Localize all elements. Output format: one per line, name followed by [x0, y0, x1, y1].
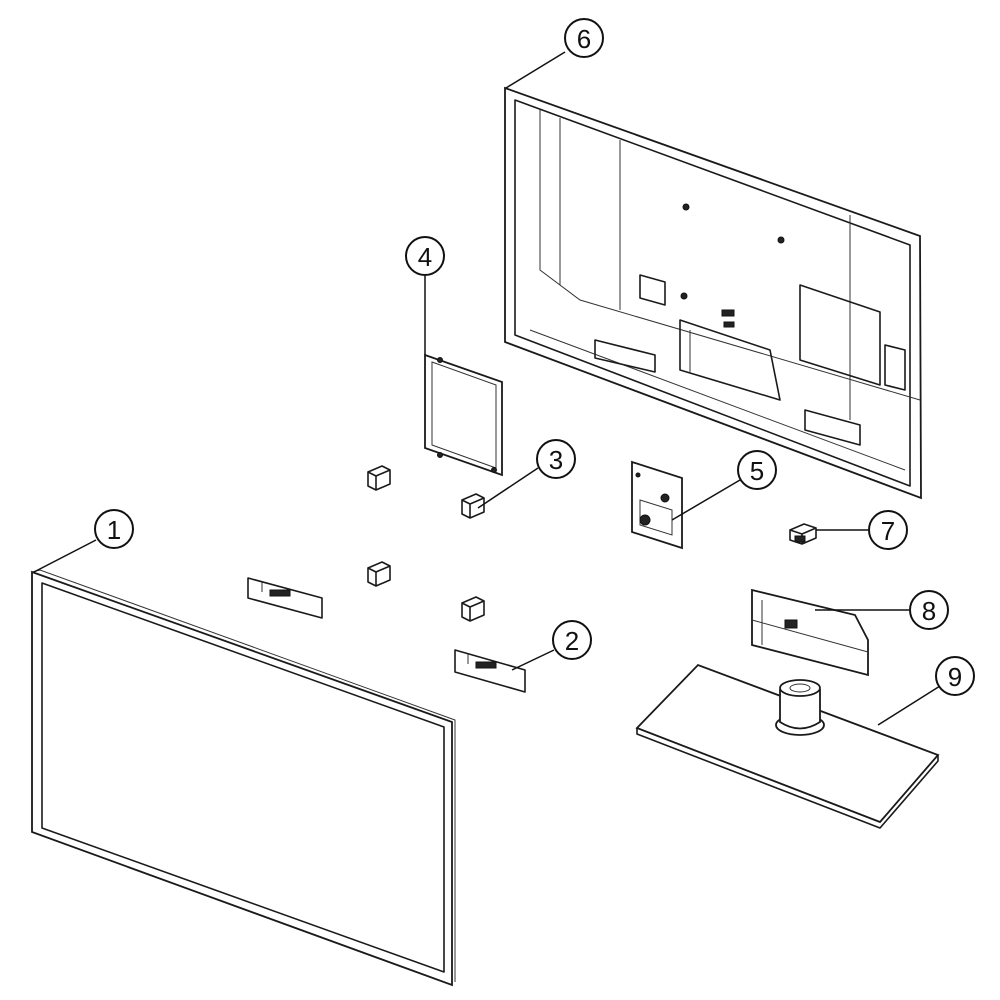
part-main-board[interactable]: [424, 353, 503, 477]
callout-5[interactable]: 5: [737, 450, 777, 490]
part-front-bezel[interactable]: [31, 569, 456, 987]
callout-4[interactable]: 4: [405, 236, 445, 276]
part-small-bracket[interactable]: [789, 523, 817, 545]
callout-9[interactable]: 9: [935, 656, 975, 696]
part-bracket-set[interactable]: [247, 577, 526, 693]
part-stand-base[interactable]: [635, 663, 940, 829]
callout-label: 8: [922, 596, 936, 626]
leader-line: [671, 479, 741, 521]
leader-line: [477, 467, 539, 509]
callout-label: 3: [549, 445, 563, 475]
part-clip-set[interactable]: [367, 465, 485, 622]
screw-hole-icon: [777, 236, 785, 244]
bracket-right: [454, 649, 526, 693]
clip-lower-left: [367, 561, 391, 587]
leader-line: [511, 649, 555, 671]
callout-3[interactable]: 3: [536, 439, 576, 479]
part-sub-board[interactable]: [631, 460, 683, 550]
clip-upper-right: [461, 493, 485, 519]
callout-8[interactable]: 8: [909, 590, 949, 630]
callout-6[interactable]: 6: [564, 18, 604, 58]
leader-line: [877, 685, 941, 726]
callout-7[interactable]: 7: [868, 510, 908, 550]
callout-label: 6: [577, 24, 591, 54]
clip-upper-left: [367, 465, 391, 491]
callout-label: 9: [948, 662, 962, 692]
part-rear-cover[interactable]: [504, 86, 922, 500]
callout-1[interactable]: 1: [94, 509, 134, 549]
leader-line: [33, 539, 97, 573]
screw-hole-icon: [682, 203, 690, 211]
callout-2[interactable]: 2: [552, 620, 592, 660]
part-stand-neck[interactable]: [751, 588, 869, 677]
leader-line: [505, 51, 566, 89]
callout-label: 2: [565, 626, 579, 656]
screw-hole-icon: [680, 292, 688, 300]
callout-label: 1: [107, 515, 121, 545]
bracket-left: [247, 577, 323, 619]
callout-label: 5: [750, 456, 764, 486]
callout-label: 4: [418, 242, 432, 272]
callout-label: 7: [881, 516, 895, 546]
clip-lower-right: [461, 596, 485, 622]
